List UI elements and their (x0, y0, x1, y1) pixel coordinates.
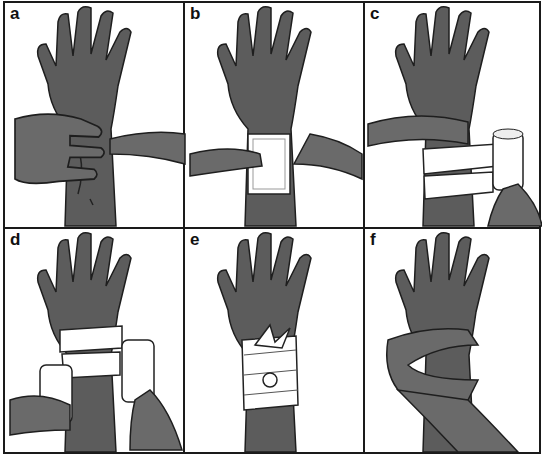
panel-b-art (190, 7, 362, 226)
panel-e-art (218, 233, 311, 452)
outer-frame (4, 2, 540, 453)
panel-a-art (15, 7, 185, 226)
panel-letter: d (10, 231, 20, 249)
panel-letter: e (190, 231, 199, 249)
panel-grid (4, 2, 540, 453)
panel-letter: f (370, 231, 376, 249)
panel-letter: c (370, 5, 379, 23)
panel-d-art (10, 233, 182, 452)
panel-f-art (387, 233, 518, 452)
panel-letter: b (190, 5, 200, 23)
panel-c-art (368, 7, 542, 226)
panel-letter: a (10, 5, 19, 23)
